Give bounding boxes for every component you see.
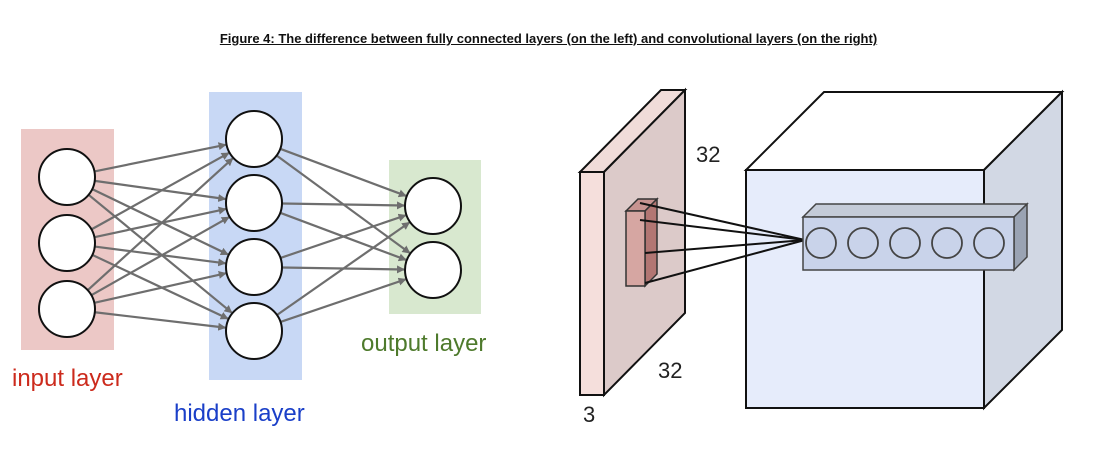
figure-caption: Figure 4: The difference between fully c… — [219, 31, 878, 46]
column-neurons — [805, 227, 1005, 259]
receptive-field-connections — [639, 202, 806, 284]
connection-edges — [86, 142, 411, 331]
hidden-layer-label: hidden layer — [174, 400, 305, 427]
convolutional-network: 32 32 3 — [577, 87, 1065, 427]
hidden-neuron — [225, 110, 283, 168]
output-neuron — [404, 177, 462, 235]
connection-edge — [91, 188, 229, 256]
input-depth-label: 3 — [583, 402, 595, 427]
connection-edge — [280, 213, 407, 260]
input-height-label: 32 — [658, 358, 682, 383]
column-neuron — [931, 227, 963, 259]
connection-edge — [276, 221, 411, 316]
connection-edge — [94, 142, 227, 173]
output-neuron — [404, 241, 462, 299]
column-neuron — [973, 227, 1005, 259]
connection-edge — [86, 157, 234, 291]
connection-edge — [280, 277, 407, 324]
output-layer-label: output layer — [361, 330, 486, 357]
column-neuron — [805, 227, 837, 259]
connection-edge — [279, 147, 407, 198]
connection-edge — [90, 216, 230, 297]
connection-edge — [87, 193, 233, 314]
hidden-neuron — [225, 174, 283, 232]
input-neuron — [38, 148, 96, 206]
connection-edge — [90, 152, 230, 231]
depth-column — [801, 202, 1029, 272]
connection-edge — [94, 270, 227, 304]
input-neuron — [38, 280, 96, 338]
connection-edge — [94, 179, 227, 203]
hidden-neuron — [225, 238, 283, 296]
column-neuron — [847, 227, 879, 259]
hidden-neuron — [225, 302, 283, 360]
input-width-label: 32 — [696, 142, 720, 167]
input-neuron — [38, 214, 96, 272]
input-layer-label: input layer — [12, 365, 123, 392]
input-volume-front — [579, 171, 605, 396]
fully-connected-network: input layer hidden layer output layer — [12, 92, 486, 427]
connection-edge — [94, 311, 227, 331]
column-neuron — [889, 227, 921, 259]
neurons — [38, 110, 462, 360]
connection-edge — [281, 201, 406, 210]
connection-edge — [94, 245, 227, 267]
receptive-field — [624, 197, 659, 288]
